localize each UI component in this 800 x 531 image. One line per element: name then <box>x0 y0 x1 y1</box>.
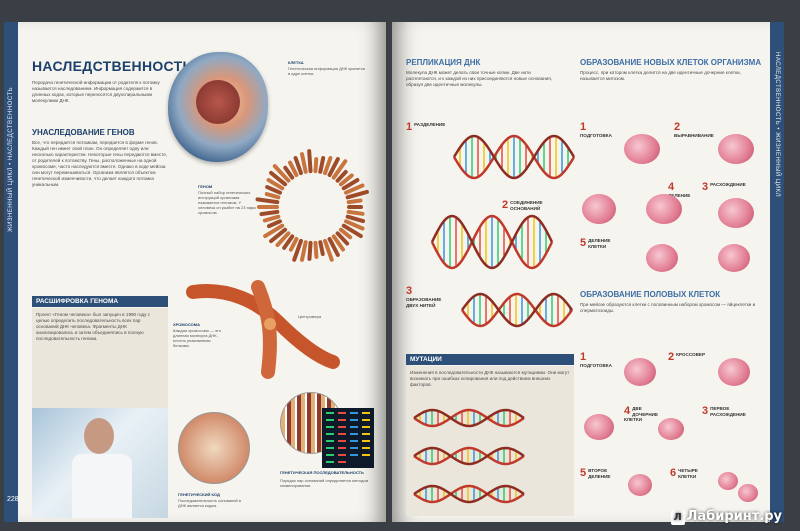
mitosis-cell-4 <box>646 194 682 224</box>
chromosome-text: Каждая хромосома — это длинная молекула … <box>173 328 221 348</box>
replication-heading: РЕПЛИКАЦИЯ ДНК <box>406 58 481 67</box>
mutations-heading: МУТАЦИИ <box>406 354 574 365</box>
left-page: НАСЛЕДСТВЕННОСТЬ Передача генетической и… <box>18 22 386 522</box>
new-cells-text: Процесс, при котором клетка делится на д… <box>580 70 741 81</box>
genome-label: ГЕНОМ <box>198 184 213 189</box>
chromosome-label: ХРОМОСОМА <box>173 322 200 327</box>
right-band-text: НАСЛЕДСТВЕННОСТЬ • ЖИЗНЕННЫЙ ЦИКЛ <box>774 52 780 198</box>
left-band-text: ЖИЗНЕННЫЙ ЦИКЛ • НАСЛЕДСТВЕННОСТЬ <box>8 86 14 232</box>
meiosis-cell-4 <box>658 418 684 440</box>
genome-decoding-text: Проект «Геном человека» был запущен в 19… <box>36 312 150 341</box>
dna-helix-3 <box>460 292 574 328</box>
genes-heading: УНАСЛЕДОВАНИЕ ГЕНОВ <box>32 128 135 137</box>
mutation-helix-3 <box>413 484 525 504</box>
centromere-label: Центромера <box>298 314 322 319</box>
mutation-helix-2 <box>413 446 525 466</box>
mitosis-daughter-1 <box>646 244 678 272</box>
chromosome-illustration <box>186 280 340 379</box>
genetic-sequence-text: Порядок пар оснований определяется метод… <box>280 478 369 488</box>
meiosis-cell-1 <box>624 358 656 386</box>
mitosis-cell-3 <box>582 194 616 224</box>
replication-text: Молекула ДНК может делать свои точные ко… <box>406 70 552 87</box>
left-side-band: ЖИЗНЕННЫЙ ЦИКЛ • НАСЛЕДСТВЕННОСТЬ <box>4 22 18 522</box>
intro-text: Передача генетической информации от роди… <box>32 80 160 103</box>
scientist-photo <box>32 408 168 518</box>
mutation-helix-1 <box>413 408 525 428</box>
mitosis-cell-1 <box>624 134 660 164</box>
left-page-number: 228 <box>4 495 22 504</box>
genes-text: Все, что передается потомкам, передается… <box>32 140 168 187</box>
genetic-code-text: Последовательность оснований в ДНК являе… <box>178 498 241 508</box>
genetic-sequence-label: ГЕНЕТИЧЕСКАЯ ПОСЛЕДОВАТЕЛЬНОСТЬ <box>280 470 364 475</box>
meiosis-cell-3 <box>584 414 614 440</box>
meiosis-cell-5 <box>628 474 652 496</box>
mitosis-daughter-2 <box>718 244 750 272</box>
cell-label: КЛЕТКА <box>288 60 304 65</box>
labirint-logo-icon: Л <box>670 511 685 525</box>
genome-ring <box>255 149 369 262</box>
genome-decoding-heading: РАСШИФРОВКА ГЕНОМА <box>32 296 168 307</box>
mutations-panel: Изменения в последовательности ДНК назыв… <box>406 366 574 516</box>
cell-text: Генетическая информация ДНК хранится в я… <box>288 66 365 76</box>
mutations-text: Изменения в последовательности ДНК назыв… <box>410 370 570 387</box>
watermark-text: Лабиринт.ру <box>686 509 782 524</box>
right-side-band: НАСЛЕДСТВЕННОСТЬ • ЖИЗНЕННЫЙ ЦИКЛ <box>770 22 784 522</box>
page-title: НАСЛЕДСТВЕННОСТЬ <box>32 58 193 74</box>
genome-decoding-panel: Проект «Геном человека» был запущен в 19… <box>32 308 168 408</box>
right-page: РЕПЛИКАЦИЯ ДНК Молекула ДНК может делать… <box>392 22 770 522</box>
genetic-code-label: ГЕНЕТИЧЕСКИЙ КОД <box>178 492 220 497</box>
sex-cells-heading: ОБРАЗОВАНИЕ ПОЛОВЫХ КЛЕТОК <box>580 290 721 299</box>
dna-closeup-left <box>178 412 250 484</box>
genome-text: Полный набор генетических инструкций орг… <box>198 190 257 215</box>
dna-helix-1 <box>452 134 576 180</box>
meiosis-cell-6a <box>718 472 738 490</box>
sequencing-gel <box>322 408 374 468</box>
meiosis-cell-2 <box>718 358 750 386</box>
new-cells-heading: ОБРАЗОВАНИЕ НОВЫХ КЛЕТОК ОРГАНИЗМА <box>580 58 762 67</box>
dna-helix-2 <box>430 214 554 270</box>
sex-cells-text: При мейозе образуются клетки с половинны… <box>580 302 756 313</box>
cell-nucleus <box>196 80 240 124</box>
mitosis-cell-5 <box>718 198 754 228</box>
mitosis-cell-2 <box>718 134 754 164</box>
meiosis-cell-6b <box>738 484 758 502</box>
